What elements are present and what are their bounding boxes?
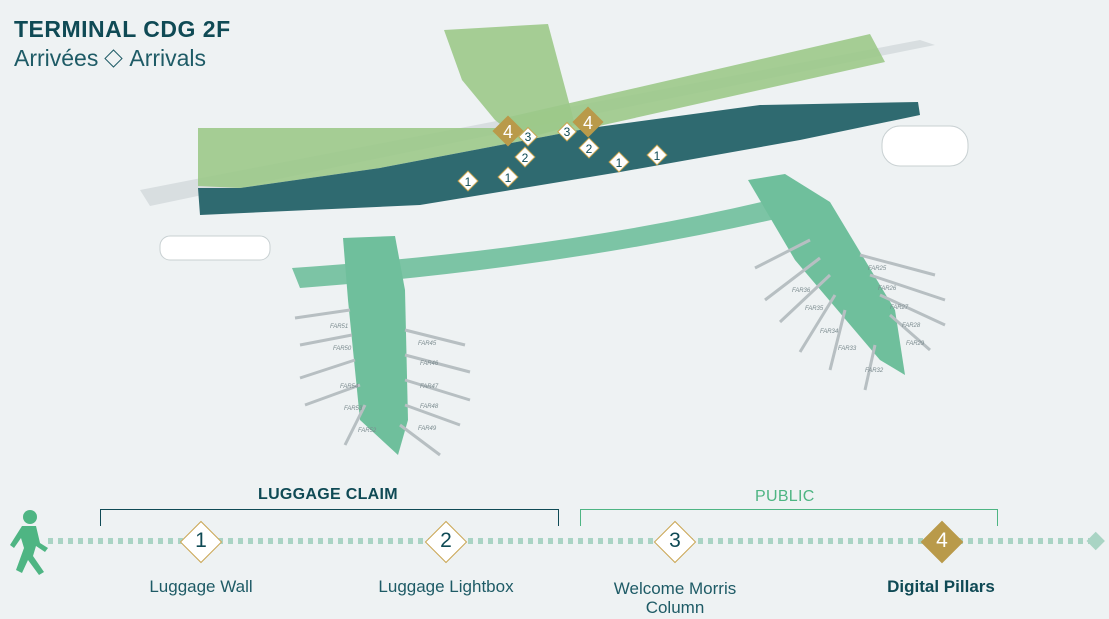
- marker-number: 3: [564, 125, 571, 139]
- gate-label: FAR29: [906, 341, 925, 347]
- marker-number: 2: [586, 142, 593, 156]
- gate-labels-right: FAR25 FAR26 FAR27 FAR28 FAR29 FAR32 FAR3…: [792, 266, 925, 374]
- zone-public: PUBLIC: [755, 488, 815, 505]
- gate-label: FAR32: [865, 368, 884, 374]
- gate-label: FAR50: [333, 346, 352, 352]
- gate-label: FAR34: [820, 329, 839, 335]
- pier-right: [748, 174, 905, 375]
- gate-label: FAR49: [418, 426, 437, 432]
- diamond-end-icon: [1086, 531, 1105, 551]
- gate-label: FAR36: [792, 288, 811, 294]
- gate-label: FAR48: [420, 404, 439, 410]
- gate-label: FAR54: [340, 384, 359, 390]
- gate-label: FAR45: [418, 341, 437, 347]
- gate-spokes-right: [754, 238, 946, 391]
- map-marker[interactable]: 1: [646, 144, 668, 166]
- marker-number: 4: [583, 113, 593, 133]
- side-building-left: [159, 235, 271, 261]
- marker-number: 1: [654, 149, 661, 163]
- gate-label: FAR51: [330, 324, 348, 330]
- pedestrian-icon: [10, 510, 48, 575]
- marker-number: 4: [503, 122, 513, 142]
- subtitle-english: Arrivals: [129, 45, 207, 71]
- marker-number: 1: [465, 175, 472, 189]
- map-marker[interactable]: 2: [514, 146, 536, 168]
- subtitle-french: Arrivées: [14, 45, 99, 71]
- marker-number: 1: [616, 156, 623, 170]
- map-marker[interactable]: 1: [497, 166, 519, 188]
- public-bracket: [580, 509, 998, 526]
- map-marker[interactable]: 1: [608, 151, 630, 173]
- map-marker[interactable]: 1: [457, 170, 479, 192]
- legend-number-3: 3: [669, 529, 681, 552]
- page-subtitle: Arrivées Arrivals: [14, 45, 231, 72]
- marker-number: 1: [505, 171, 512, 185]
- legend-label-line: Welcome Morris: [613, 579, 737, 598]
- gate-label: FAR52: [358, 428, 377, 434]
- page-title: TERMINAL CDG 2F: [14, 16, 231, 42]
- marker-number: 2: [522, 151, 529, 165]
- gate-label: FAR53: [344, 406, 363, 412]
- gate-label: FAR46: [420, 361, 439, 367]
- map-marker[interactable]: 2: [578, 137, 600, 159]
- legend-label-morris-column: Welcome Morris Column: [575, 579, 775, 617]
- public-zone-wing: [444, 24, 575, 140]
- legend-label-luggage-wall: Luggage Wall: [149, 577, 253, 596]
- pier-corridor: [292, 200, 780, 288]
- map-marker[interactable]: 3: [518, 126, 538, 147]
- gate-label: FAR25: [868, 266, 887, 272]
- map-header: TERMINAL CDG 2F Arrivées Arrivals: [14, 16, 231, 72]
- gate-spokes-left: [294, 308, 471, 457]
- gate-label: FAR27: [890, 305, 909, 311]
- gate-label: FAR33: [838, 346, 857, 352]
- side-building-right: [881, 125, 969, 167]
- gate-label: FAR26: [878, 286, 897, 292]
- legend-number-1: 1: [195, 529, 207, 552]
- legend-label-digital-pillars: Digital Pillars: [887, 577, 995, 596]
- marker-number: 3: [525, 130, 532, 144]
- gate-labels-left: FAR51 FAR50 FAR45 FAR46 FAR47 FAR48 FAR4…: [330, 324, 439, 434]
- pier-left: [343, 236, 408, 455]
- gate-label: FAR35: [805, 306, 824, 312]
- gate-label: FAR28: [902, 323, 921, 329]
- legend-number-4: 4: [936, 529, 948, 552]
- legend-label-luggage-lightbox: Luggage Lightbox: [378, 577, 514, 596]
- gate-label: FAR47: [420, 384, 439, 390]
- legend-number-2: 2: [440, 529, 452, 552]
- map-marker[interactable]: 3: [557, 121, 577, 142]
- luggage-claim-bracket: [100, 509, 559, 526]
- zone-luggage-claim: LUGGAGE CLAIM: [258, 486, 398, 503]
- legend-label-line: Column: [645, 598, 705, 617]
- luggage-claim-zone: [198, 102, 920, 215]
